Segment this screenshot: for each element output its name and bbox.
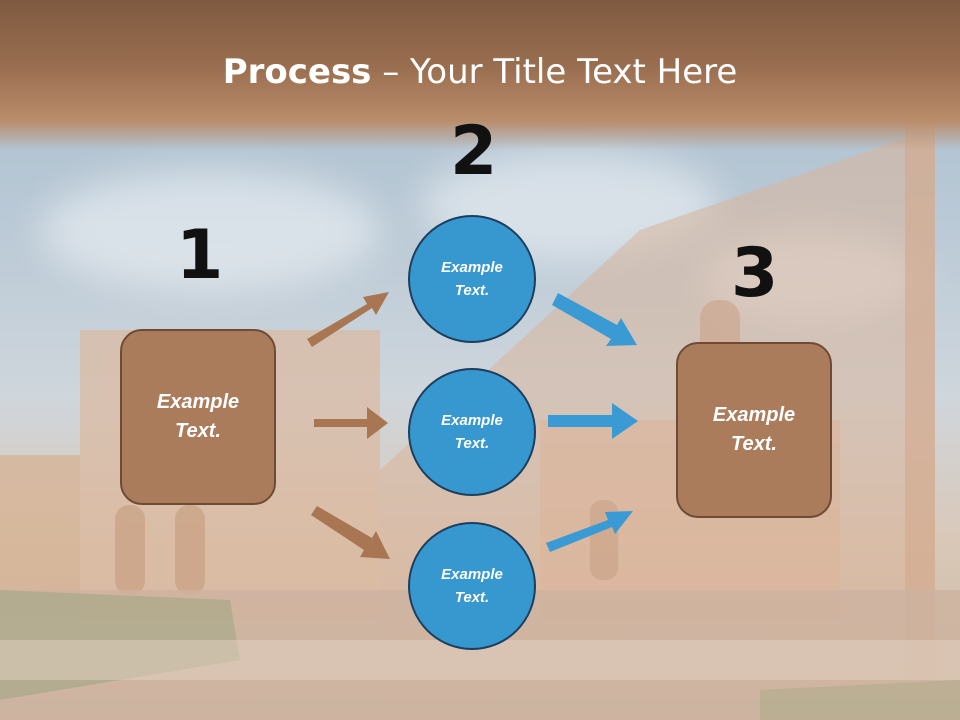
process-circle-middle[interactable]: Example Text.	[408, 368, 536, 496]
arrow-from-bottom-circle	[546, 511, 633, 552]
cloud	[40, 170, 380, 290]
arrow-to-top-circle	[307, 292, 389, 347]
header-band	[0, 0, 960, 150]
step-number-2: 2	[450, 112, 498, 191]
process-box-right-label: Example Text.	[712, 404, 796, 455]
process-circle-middle-label: Example Text.	[441, 412, 503, 452]
step-number-3: 3	[731, 234, 779, 313]
arrow-from-top-circle	[552, 293, 637, 346]
slide-title: Process – Your Title Text Here	[0, 52, 960, 92]
arrow-from-middle-circle	[548, 403, 638, 439]
process-circle-bottom[interactable]: Example Text.	[408, 522, 536, 650]
arrow-to-middle-circle	[314, 407, 388, 439]
process-box-left[interactable]: Example Text.	[120, 329, 276, 505]
process-circle-bottom-label: Example Text.	[441, 566, 503, 606]
process-box-right[interactable]: Example Text.	[676, 342, 832, 518]
title-rest: – Your Title Text Here	[371, 52, 738, 92]
process-box-left-label: Example Text.	[156, 391, 240, 442]
title-bold: Process	[222, 52, 372, 92]
arrow-to-bottom-circle	[311, 506, 390, 559]
step-number-1: 1	[176, 216, 224, 295]
process-circle-top-label: Example Text.	[441, 259, 503, 299]
process-circle-top[interactable]: Example Text.	[408, 215, 536, 343]
